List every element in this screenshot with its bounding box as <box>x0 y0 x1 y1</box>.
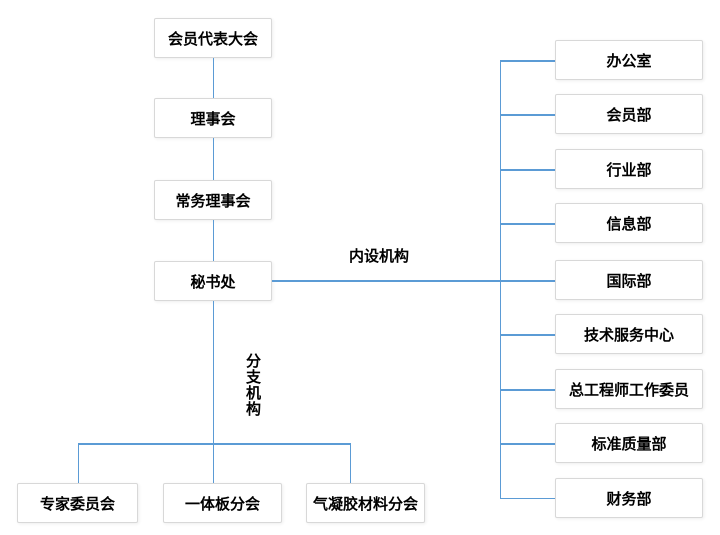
node-aerogel-materials-branch: 气凝胶材料分会 <box>306 483 425 523</box>
node-finance-dept: 财务部 <box>555 478 703 518</box>
line-internal-branch-9 <box>500 497 555 499</box>
line-branch-drop-2 <box>212 443 214 483</box>
node-information-dept: 信息部 <box>555 203 703 243</box>
node-council: 理事会 <box>154 98 272 138</box>
line-chain-1 <box>212 58 214 98</box>
node-international-dept: 国际部 <box>555 260 703 300</box>
node-member-congress: 会员代表大会 <box>154 18 272 58</box>
node-industry-dept: 行业部 <box>555 149 703 189</box>
line-branch-drop-3 <box>349 443 351 483</box>
line-chain-3 <box>212 220 214 261</box>
line-internal-trunk <box>499 60 501 499</box>
node-secretariat: 秘书处 <box>154 261 272 301</box>
node-expert-committee: 专家委员会 <box>17 483 138 523</box>
line-branch-trunk <box>212 301 214 443</box>
line-chain-2 <box>212 138 214 180</box>
node-membership-dept: 会员部 <box>555 94 703 134</box>
line-branch-drop-1 <box>77 443 79 483</box>
line-internal-branch-1 <box>500 60 555 62</box>
node-integrated-panel-branch: 一体板分会 <box>163 483 282 523</box>
node-standing-council: 常务理事会 <box>154 180 272 220</box>
line-internal-branch-3 <box>500 169 555 171</box>
line-branch-distributor <box>77 443 351 445</box>
line-internal-main <box>272 280 555 282</box>
node-tech-service-center: 技术服务中心 <box>555 314 703 354</box>
label-branch-organs: 分支机构 <box>244 353 261 417</box>
node-office: 办公室 <box>555 40 703 80</box>
line-internal-branch-7 <box>500 389 555 391</box>
line-internal-branch-8 <box>500 443 555 445</box>
line-internal-branch-2 <box>500 114 555 116</box>
label-internal-organs: 内设机构 <box>349 248 410 265</box>
node-chief-engineer-committee: 总工程师工作委员 <box>555 369 703 409</box>
node-standards-quality-dept: 标准质量部 <box>555 423 703 463</box>
line-internal-branch-4 <box>500 223 555 225</box>
line-internal-branch-6 <box>500 334 555 336</box>
